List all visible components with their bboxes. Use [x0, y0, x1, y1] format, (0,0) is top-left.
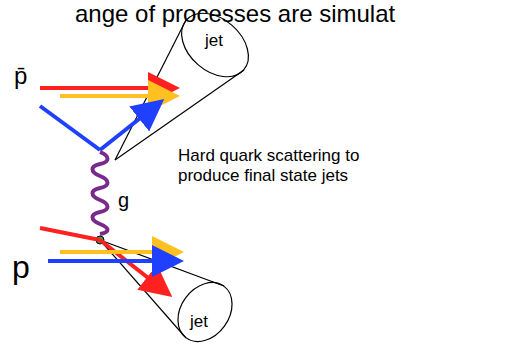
beam-line [60, 94, 172, 98]
beam-line [60, 250, 176, 254]
quark-line [40, 228, 100, 240]
jet-label: jet [190, 312, 208, 332]
quark-line [40, 106, 100, 150]
particle-label: p [12, 248, 30, 286]
gluon-line [93, 152, 108, 234]
quark-arrow [100, 240, 166, 292]
jet-label: jet [205, 31, 223, 51]
beam-line [48, 259, 176, 263]
gluon-label: g [118, 188, 129, 212]
quark-arrow [100, 104, 158, 150]
heading-fragment: ange of processes are simulat [75, 0, 395, 29]
beam-line [40, 86, 172, 90]
particle-label: p̄ [14, 62, 27, 91]
jet-cone [100, 240, 243, 351]
note-text: Hard quark scattering to produce final s… [178, 146, 378, 187]
